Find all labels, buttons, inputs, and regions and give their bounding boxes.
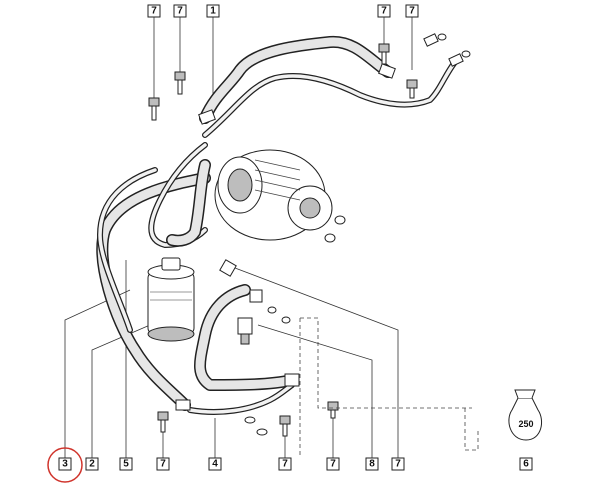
compressor	[214, 149, 346, 243]
callout-7-bottom-a[interactable]: 7	[156, 457, 170, 471]
callout-7-bottom-c[interactable]: 7	[326, 457, 340, 471]
callout-7-top-a[interactable]: 7	[147, 4, 161, 18]
callout-label: 7	[381, 6, 387, 17]
highlight-circle	[47, 447, 83, 483]
callout-label: 4	[212, 459, 218, 470]
pressure-switch	[237, 317, 253, 345]
connector-pipes	[148, 142, 211, 248]
callout-label: 5	[123, 459, 129, 470]
callout-1[interactable]: 1	[206, 4, 220, 18]
callout-label: 7	[160, 459, 166, 470]
callout-5[interactable]: 5	[119, 457, 133, 471]
callout-label: 7	[282, 459, 288, 470]
callout-label: 7	[151, 6, 157, 17]
fittings	[175, 33, 471, 436]
callout-3[interactable]: 3	[58, 457, 72, 471]
callout-4[interactable]: 4	[208, 457, 222, 471]
receiver-drier	[147, 257, 195, 342]
callout-label: 7	[330, 459, 336, 470]
callout-2[interactable]: 2	[85, 457, 99, 471]
leader-lines	[64, 17, 413, 458]
hose-1	[199, 35, 458, 138]
callout-label: 2	[89, 459, 95, 470]
mounting-outline	[299, 317, 479, 458]
callout-label: 3	[62, 459, 68, 470]
grease-bag-icon: 250	[508, 389, 542, 441]
callout-7-top-b[interactable]: 7	[173, 4, 187, 18]
callout-7-bottom-d[interactable]: 7	[391, 457, 405, 471]
callout-7-top-c[interactable]: 7	[377, 4, 391, 18]
callout-label: 8	[369, 459, 375, 470]
hose-5	[96, 172, 211, 411]
callout-7-top-d[interactable]: 7	[405, 4, 419, 18]
grease-bag-label: 250	[518, 419, 533, 429]
bolts	[148, 43, 418, 437]
callout-8[interactable]: 8	[365, 457, 379, 471]
callout-label: 1	[210, 6, 216, 17]
callout-label: 6	[523, 459, 529, 470]
callout-label: 7	[177, 6, 183, 17]
callout-7-bottom-b[interactable]: 7	[278, 457, 292, 471]
callout-label: 7	[395, 459, 401, 470]
hose-4	[187, 284, 298, 415]
pipe-3	[97, 167, 158, 333]
callout-6[interactable]: 6	[519, 457, 533, 471]
callout-label: 7	[409, 6, 415, 17]
